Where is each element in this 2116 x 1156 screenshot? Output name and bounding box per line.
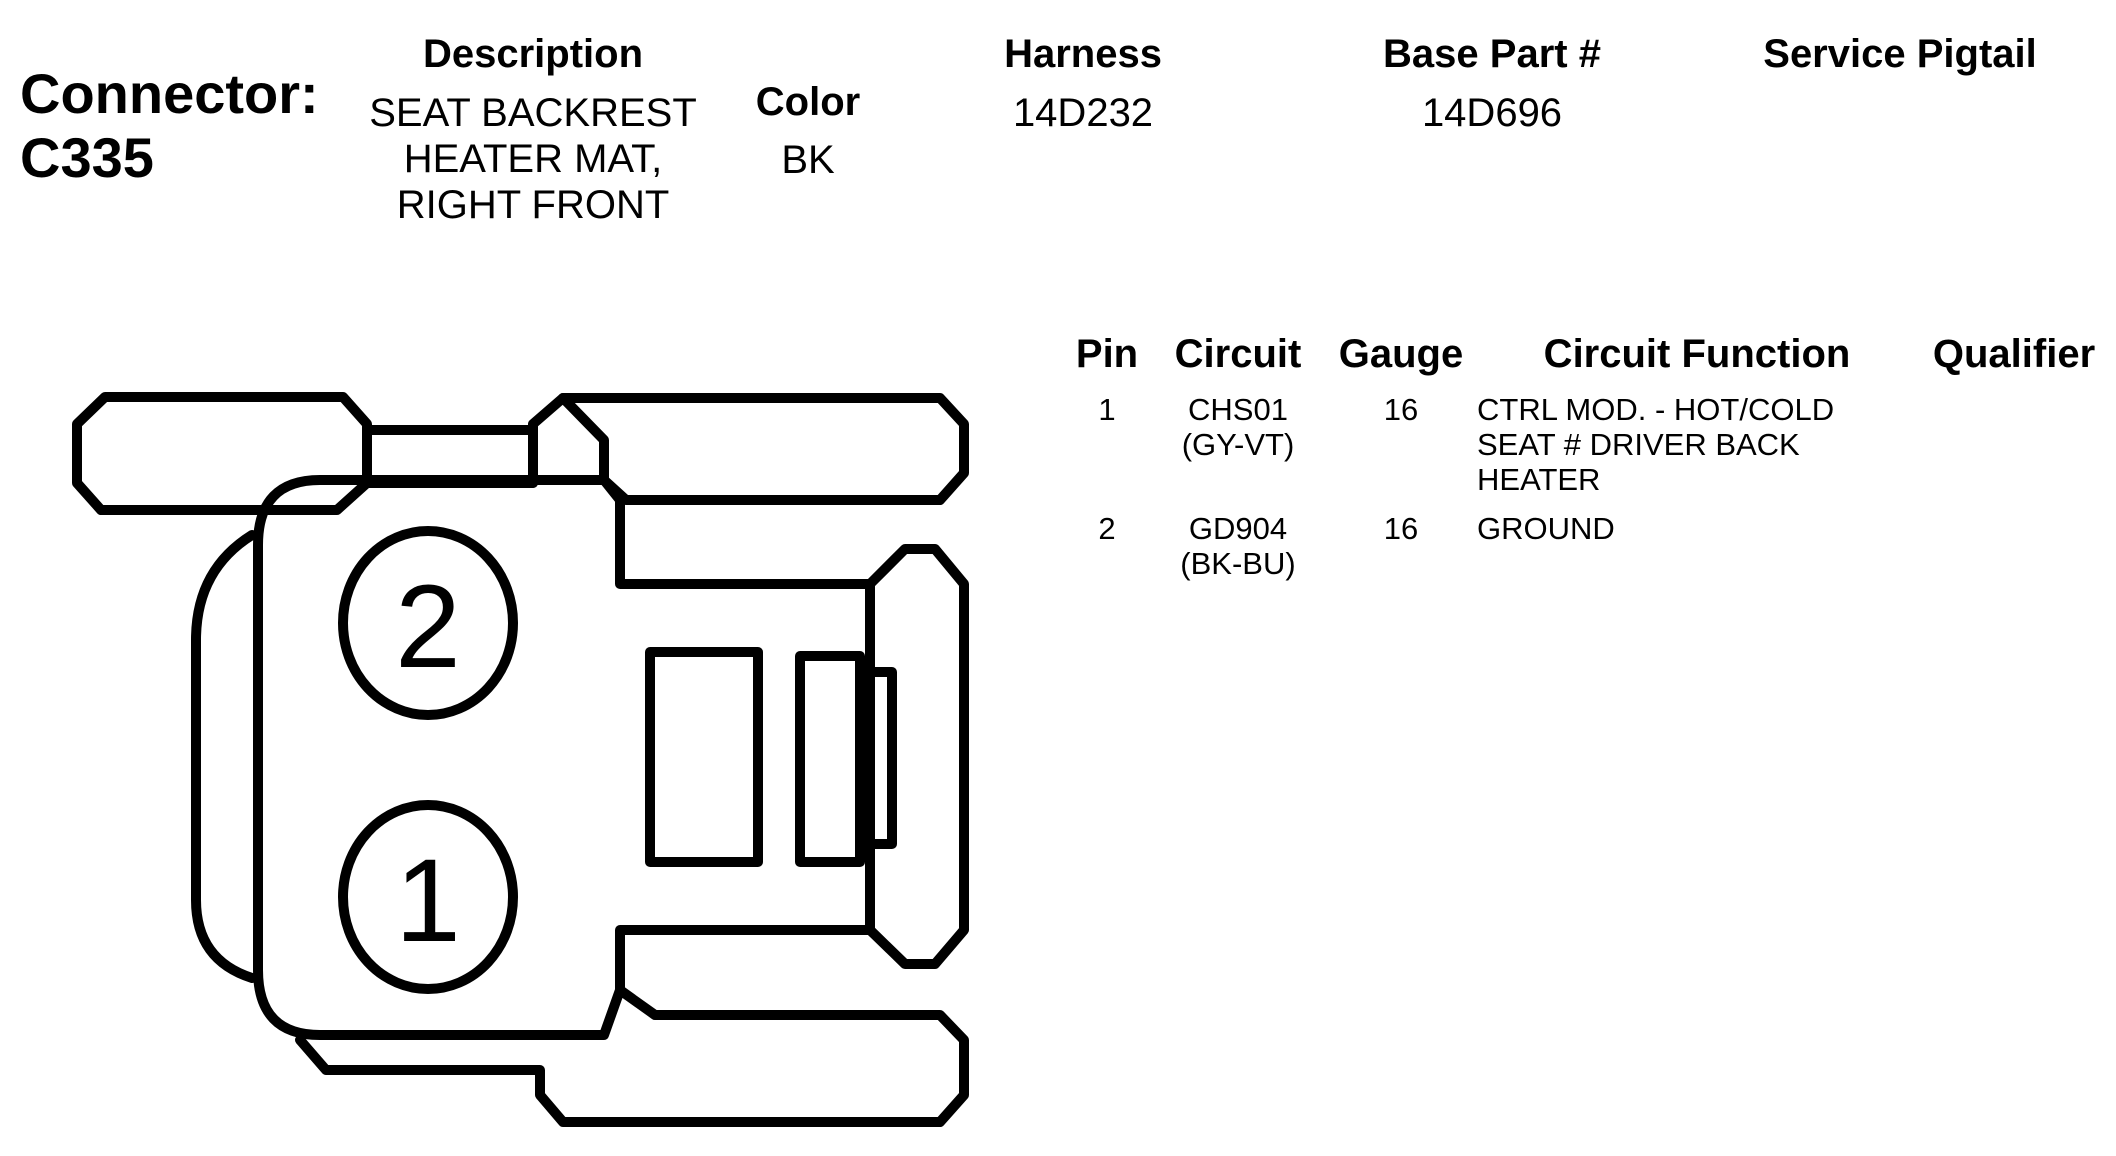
table-row-2-gauge: 16	[1383, 511, 1419, 546]
description-line: SEAT BACKREST	[369, 91, 697, 135]
col-header-qualifier: Qualifier	[1932, 332, 2096, 376]
latch-tab-top-right-inner	[528, 393, 568, 488]
harness-value: 14D232	[1012, 91, 1154, 135]
key-slot-right-inner	[855, 667, 897, 849]
housing-left-wall	[191, 530, 257, 983]
latch-tab-top-left	[72, 392, 372, 515]
table-row-2-function: GROUND	[1477, 511, 1615, 546]
circuit-color: (BK-BU)	[1180, 546, 1296, 581]
pin-label-2: 2	[395, 561, 461, 693]
function-line: HEATER	[1477, 462, 1601, 497]
function-line: SEAT # DRIVER BACK	[1477, 427, 1800, 462]
latch-tab-right	[865, 544, 969, 969]
col-header-circuit: Circuit	[1174, 332, 1302, 376]
table-row-2-circuit: GD904 (BK-BU)	[1180, 511, 1295, 581]
col-header-circuit-function: Circuit Function	[1543, 332, 1851, 376]
table-row-1-circuit: CHS01 (GY-VT)	[1182, 392, 1295, 462]
key-slot-right	[795, 651, 865, 867]
table-row-1-gauge: 16	[1383, 392, 1419, 427]
description-line: HEATER MAT,	[403, 137, 663, 181]
base-part-value: 14D696	[1421, 91, 1563, 135]
harness-label: Harness	[1004, 32, 1162, 76]
base-part-label: Base Part #	[1383, 32, 1601, 76]
table-row-1-pin: 1	[1098, 392, 1116, 427]
function-line: CTRL MOD. - HOT/COLD	[1477, 392, 1835, 427]
pin-cavity-2	[338, 526, 518, 720]
function-line: GROUND	[1477, 511, 1615, 546]
table-row-1-function: CTRL MOD. - HOT/COLD SEAT # DRIVER BACK …	[1477, 392, 1834, 497]
circuit-id: GD904	[1188, 511, 1288, 546]
description-label: Description	[422, 32, 644, 76]
circuit-color: (GY-VT)	[1181, 427, 1295, 462]
service-pigtail-label: Service Pigtail	[1763, 32, 2037, 76]
col-header-pin: Pin	[1075, 332, 1139, 376]
connector-label: Connector:	[20, 62, 319, 125]
description-value: SEAT BACKREST HEATER MAT, RIGHT FRONT	[369, 90, 697, 228]
latch-tab-bottom-right	[295, 985, 969, 1127]
latch-tab-top-right	[558, 393, 969, 505]
connector-id: C335	[20, 126, 154, 189]
key-slot-left	[645, 647, 763, 867]
housing-body	[253, 475, 875, 1040]
color-label: Color	[755, 80, 861, 124]
pin-cavity-1	[338, 800, 518, 994]
description-line: RIGHT FRONT	[396, 183, 670, 227]
col-header-gauge: Gauge	[1338, 332, 1464, 376]
pin-label-1: 1	[395, 835, 461, 967]
color-value: BK	[781, 138, 835, 182]
circuit-id: CHS01	[1188, 392, 1288, 427]
table-row-2-pin: 2	[1098, 511, 1116, 546]
